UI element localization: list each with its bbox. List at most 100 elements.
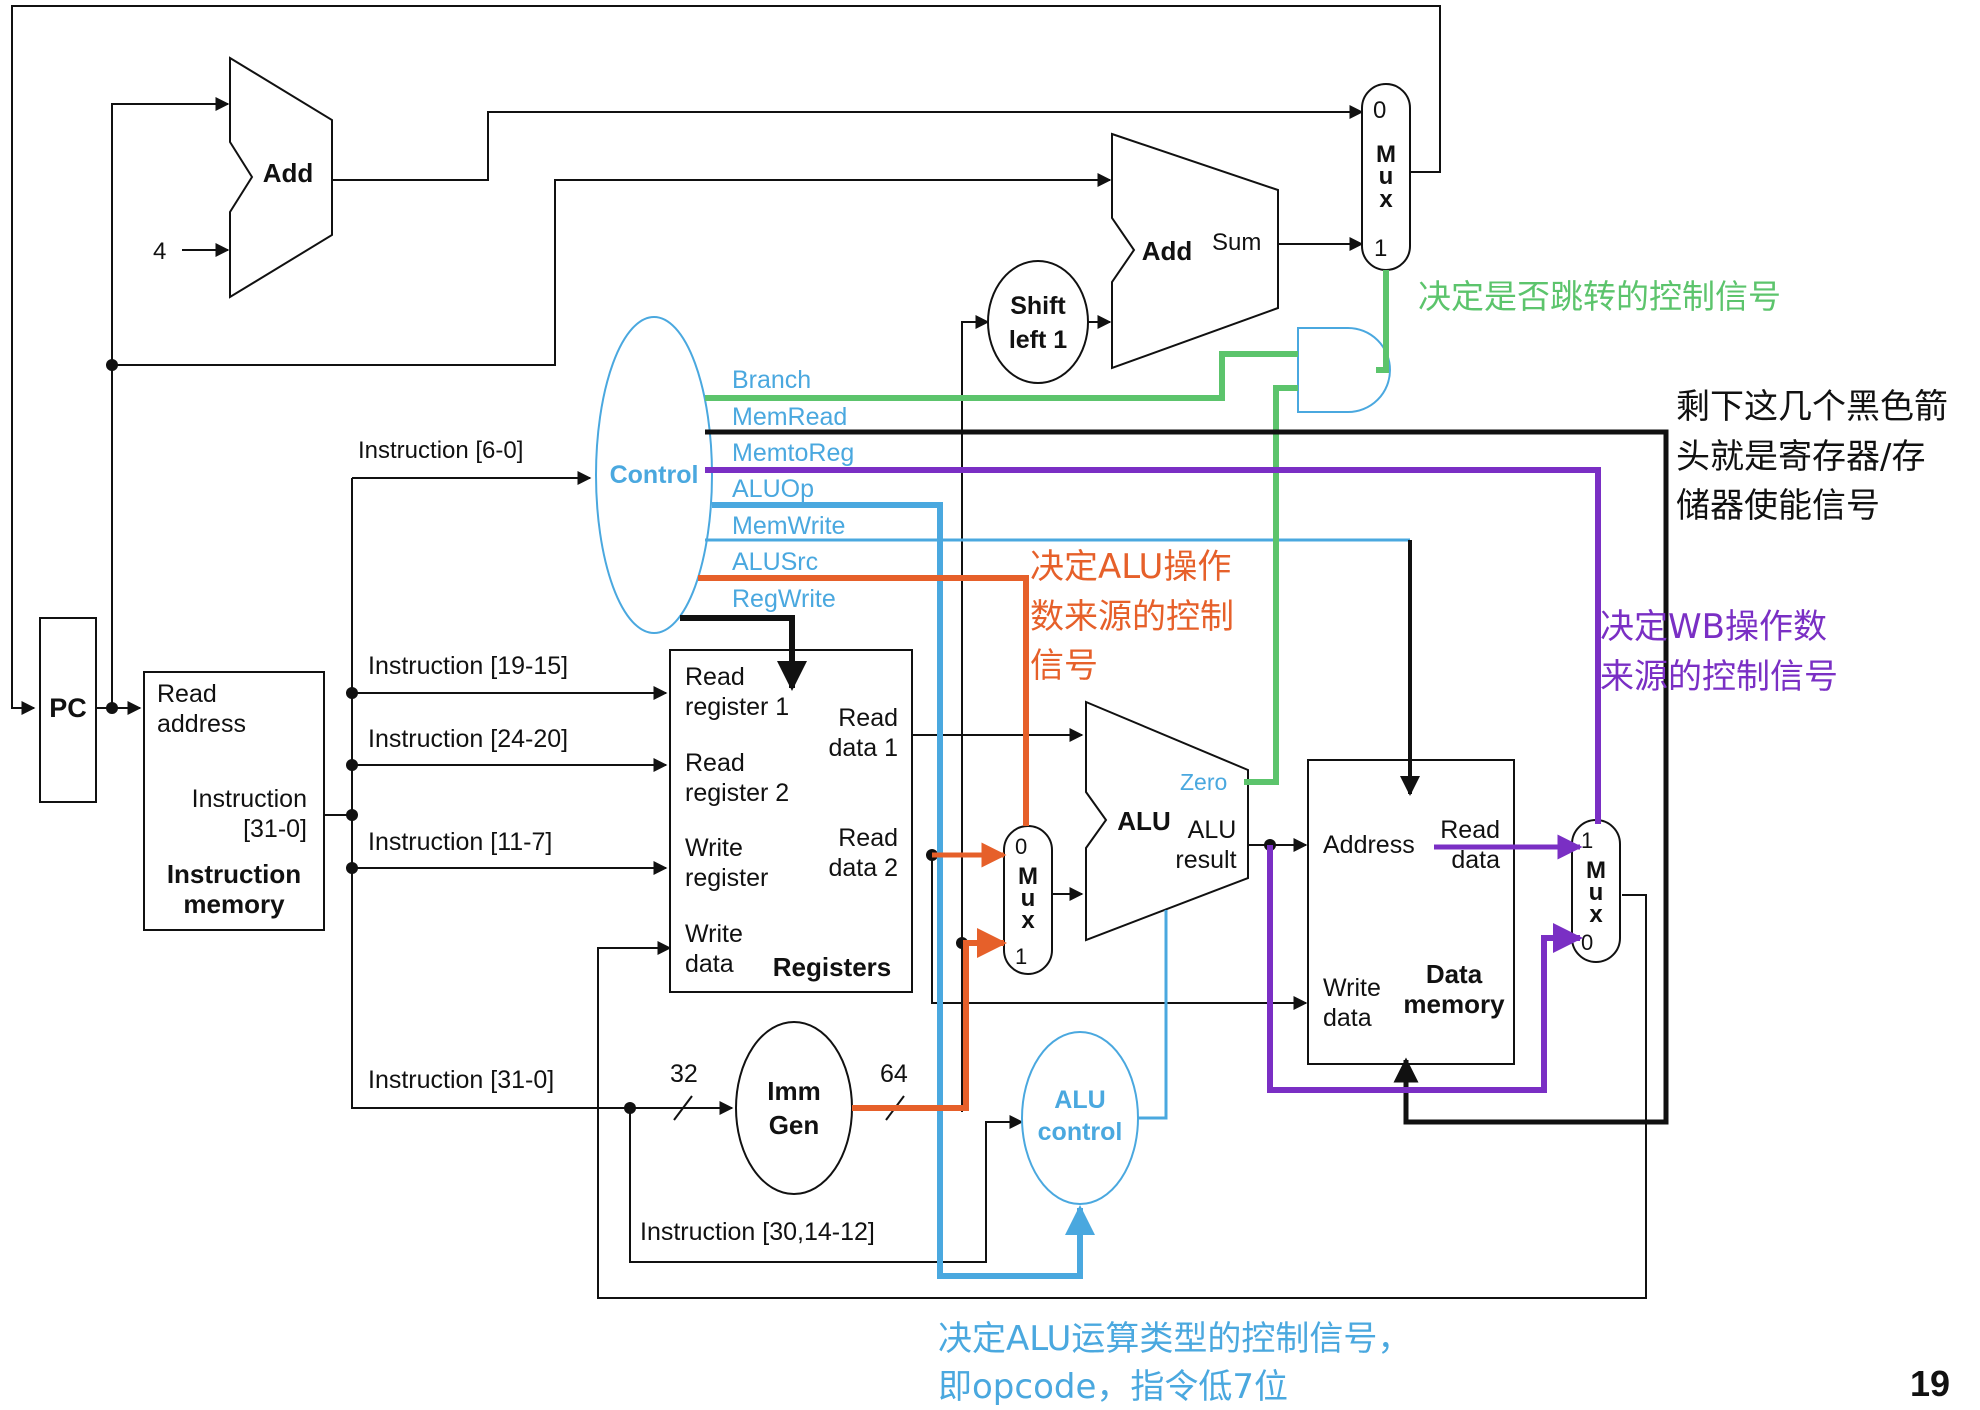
svg-text:data: data <box>1451 846 1500 874</box>
data-memory: Address Read data Write data Data memory <box>1307 759 1515 1065</box>
svg-text:M: M <box>1376 141 1396 168</box>
svg-text:Instruction [19-15]: Instruction [19-15] <box>368 652 568 680</box>
svg-text:1: 1 <box>1015 944 1027 969</box>
svg-text:M: M <box>1586 857 1606 884</box>
branch-adder: Add Sum <box>1111 132 1279 370</box>
svg-text:1: 1 <box>1581 828 1593 853</box>
svg-text:Instruction [11-7]: Instruction [11-7] <box>368 828 552 856</box>
svg-text:Read: Read <box>685 663 745 691</box>
svg-text:RegWrite: RegWrite <box>732 585 836 613</box>
svg-text:ALU: ALU <box>1054 1086 1105 1114</box>
svg-text:Branch: Branch <box>732 366 811 394</box>
pc-source-mux: 0 M u x 1 <box>1361 83 1411 271</box>
svg-text:Instruction [24-20]: Instruction [24-20] <box>368 725 568 753</box>
svg-text:Registers: Registers <box>773 952 892 982</box>
svg-text:ALU: ALU <box>1117 806 1170 836</box>
svg-text:x: x <box>1021 907 1035 934</box>
svg-text:决定ALU操作: 决定ALU操作 <box>1030 547 1231 587</box>
svg-text:u: u <box>1379 163 1394 190</box>
svg-text:Add: Add <box>1142 236 1193 266</box>
svg-text:来源的控制信号: 来源的控制信号 <box>1600 657 1838 697</box>
constant-four: 4 <box>153 238 166 265</box>
memread-wire <box>705 429 1669 1125</box>
zero-wire <box>1244 385 1298 785</box>
svg-text:data 1: data 1 <box>828 734 898 762</box>
svg-text:Read: Read <box>838 824 898 852</box>
instruction-memory: Read address Instruction [31-0] Instruct… <box>143 671 325 931</box>
svg-text:Write: Write <box>1323 974 1381 1002</box>
svg-text:剩下这几个黑色箭: 剩下这几个黑色箭 <box>1676 387 1948 427</box>
svg-text:0: 0 <box>1581 930 1593 955</box>
svg-text:Write: Write <box>685 920 743 948</box>
writeback-mux: 1 M u x 0 <box>1571 819 1621 963</box>
svg-text:register: register <box>685 864 768 892</box>
control-signal-labels: Branch MemRead MemtoReg ALUOp MemWrite A… <box>732 366 854 613</box>
svg-text:Gen: Gen <box>769 1110 820 1140</box>
svg-text:Shift: Shift <box>1010 292 1066 320</box>
svg-text:储器使能信号: 储器使能信号 <box>1676 486 1880 526</box>
svg-text:register 1: register 1 <box>685 693 789 721</box>
imm-to-mux-wire <box>852 928 1007 1111</box>
svg-text:Data: Data <box>1426 959 1483 989</box>
svg-text:Instruction [31-0]: Instruction [31-0] <box>368 1066 554 1094</box>
svg-text:Read: Read <box>157 680 217 708</box>
svg-text:Read: Read <box>685 749 745 777</box>
svg-text:Sum: Sum <box>1212 229 1261 256</box>
svg-text:Instruction: Instruction <box>192 785 307 813</box>
svg-text:Imm: Imm <box>767 1076 820 1106</box>
svg-text:memory: memory <box>1403 989 1505 1019</box>
aluresult-bypass-wire <box>1267 845 1583 1093</box>
svg-text:data: data <box>685 950 734 978</box>
svg-text:Instruction [30,14-12]: Instruction [30,14-12] <box>640 1218 875 1246</box>
svg-text:MemtoReg: MemtoReg <box>732 439 854 467</box>
imm-gen: Imm Gen <box>735 1021 853 1195</box>
width-64-label: 64 <box>880 1060 908 1088</box>
svg-text:Zero: Zero <box>1180 769 1227 795</box>
pc-register: PC <box>39 617 97 803</box>
svg-text:Read: Read <box>1440 816 1500 844</box>
svg-text:信号: 信号 <box>1030 646 1098 686</box>
svg-text:Read: Read <box>838 704 898 732</box>
svg-text:即opcode，指令低7位: 即opcode，指令低7位 <box>938 1367 1288 1407</box>
branch-wire <box>705 351 1298 401</box>
alu: ALU ALU result Zero <box>1085 700 1249 942</box>
alu-control: ALU control <box>1021 1031 1139 1205</box>
branch-and-gate <box>1297 327 1391 413</box>
pcsrc-wire <box>1376 270 1389 373</box>
width-32-label: 32 <box>670 1060 698 1088</box>
svg-text:data 2: data 2 <box>828 854 898 882</box>
aluop-annotation: 决定ALU运算类型的控制信号， 即opcode，指令低7位 <box>938 1319 1411 1407</box>
instruction-field-labels: Instruction [6-0] Instruction [19-15] In… <box>358 437 875 1246</box>
svg-text:left 1: left 1 <box>1009 326 1067 354</box>
svg-text:0: 0 <box>1015 834 1027 859</box>
svg-text:data: data <box>1323 1004 1372 1032</box>
svg-text:MemRead: MemRead <box>732 403 847 431</box>
svg-text:决定WB操作数: 决定WB操作数 <box>1600 607 1827 647</box>
svg-text:[31-0]: [31-0] <box>243 815 307 843</box>
svg-text:Write: Write <box>685 834 743 862</box>
svg-text:address: address <box>157 710 246 738</box>
svg-text:register 2: register 2 <box>685 779 789 807</box>
svg-text:ALUSrc: ALUSrc <box>732 548 818 576</box>
svg-text:Address: Address <box>1323 831 1415 859</box>
register-file: Read register 1 Read register 2 Write re… <box>669 649 913 993</box>
svg-text:u: u <box>1021 885 1036 912</box>
svg-text:PC: PC <box>49 693 87 723</box>
black-arrow-annotation: 剩下这几个黑色箭 头就是寄存器/存 储器使能信号 <box>1676 387 1948 526</box>
svg-text:u: u <box>1589 879 1604 906</box>
alusrc-annotation: 决定ALU操作 数来源的控制 信号 <box>1030 547 1234 686</box>
page-number: 19 <box>1910 1363 1950 1404</box>
svg-text:1: 1 <box>1374 235 1387 262</box>
svg-text:Control: Control <box>610 461 699 489</box>
svg-text:M: M <box>1018 863 1038 890</box>
svg-text:result: result <box>1175 846 1236 874</box>
regwrite-wire <box>680 615 807 691</box>
memtoreg-wire <box>705 467 1601 824</box>
svg-text:x: x <box>1379 186 1393 213</box>
alu-control-out-wire <box>1138 910 1168 1120</box>
svg-text:0: 0 <box>1373 97 1386 124</box>
svg-text:ALUOp: ALUOp <box>732 475 814 503</box>
alusrc-wire <box>698 575 1029 826</box>
svg-text:决定ALU运算类型的控制信号，: 决定ALU运算类型的控制信号， <box>938 1319 1411 1359</box>
